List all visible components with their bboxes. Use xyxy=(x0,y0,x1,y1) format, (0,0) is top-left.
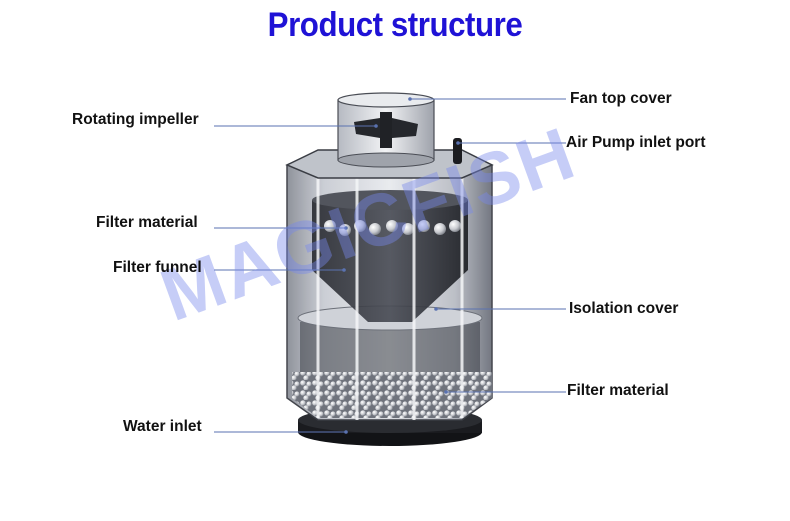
lower-chamber xyxy=(300,322,480,372)
filter-material-top-balls xyxy=(324,220,461,236)
label-air-pump-inlet-port: Air Pump inlet port xyxy=(566,134,706,151)
leader-lines xyxy=(214,98,566,433)
filter-material-bottom-bed xyxy=(292,372,492,418)
label-isolation-cover: Isolation cover xyxy=(569,300,679,317)
label-rotating-impeller: Rotating impeller xyxy=(72,111,199,128)
label-filter-material-bottom: Filter material xyxy=(567,382,669,399)
label-filter-funnel: Filter funnel xyxy=(113,259,202,276)
impeller xyxy=(354,112,418,148)
label-filter-material-top: Filter material xyxy=(96,214,198,231)
label-water-inlet: Water inlet xyxy=(123,418,202,435)
label-fan-top-cover: Fan top cover xyxy=(570,90,672,107)
page-title: Product structure xyxy=(267,6,523,44)
panel-edges xyxy=(316,165,464,420)
funnel-shape xyxy=(312,200,468,322)
air-pump-port xyxy=(453,138,462,164)
